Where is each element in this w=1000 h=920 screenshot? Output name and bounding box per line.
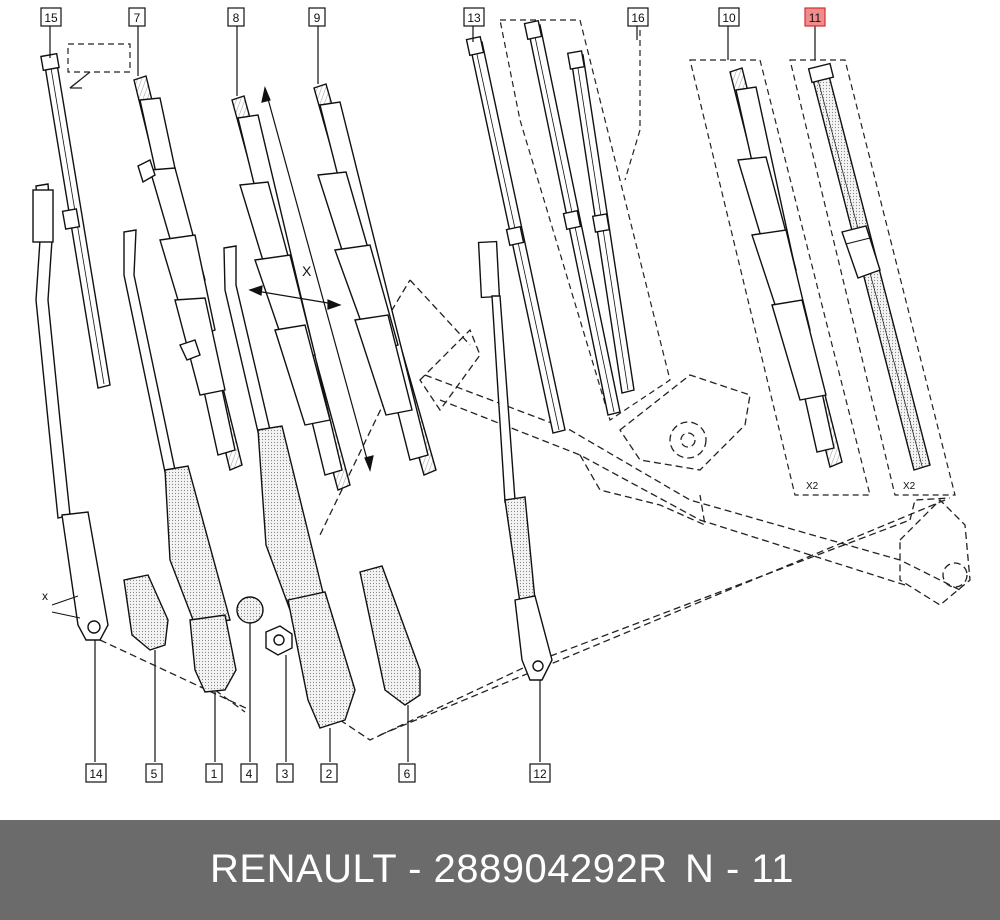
wiper-blade-9[interactable] [313, 83, 437, 476]
wiper-blade-13[interactable] [465, 35, 566, 434]
dimension-x-small-arrows [51, 595, 81, 619]
callout-6[interactable]: 6 [398, 763, 416, 783]
arm-cap-5[interactable] [123, 574, 169, 651]
callout-5[interactable]: 5 [145, 763, 163, 783]
wiper-blade-11[interactable] [807, 62, 931, 471]
callout-11[interactable]: 11 [804, 7, 826, 27]
callout-label: 9 [314, 11, 321, 25]
callout-box [627, 7, 649, 27]
callout-3[interactable]: 3 [276, 763, 294, 783]
callout-box [398, 763, 416, 783]
callout-label: 7 [134, 11, 141, 25]
footer-bar: RENAULT - 288904292R N - 11 [0, 820, 1000, 920]
callout-7[interactable]: 7 [128, 7, 146, 27]
callout-16[interactable]: 16 [627, 7, 649, 27]
wiper-arm-1[interactable] [123, 229, 237, 693]
brand-part-number: RENAULT - 288904292R [210, 847, 668, 891]
wiper-blade-15[interactable] [40, 52, 111, 389]
callout-13[interactable]: 13 [463, 7, 485, 27]
callout-label: 4 [246, 767, 253, 781]
wiper-blade-16a[interactable] [523, 19, 621, 416]
callout-label: 10 [722, 11, 736, 25]
callout-box [128, 7, 146, 27]
callout-label: 6 [404, 767, 411, 781]
wiper-blade-8[interactable] [231, 95, 351, 491]
callout-box [308, 7, 326, 27]
reference-number: N - 11 [685, 847, 794, 891]
arm-cap-6[interactable] [359, 565, 421, 706]
qty-label-10: X2 [806, 481, 819, 492]
callout-10[interactable]: 10 [718, 7, 740, 27]
callout-label: 13 [467, 11, 481, 25]
wiper-parts-diagram: X X2 X2 [32, 7, 971, 783]
wiper-blade-16b[interactable] [566, 50, 635, 394]
callout-box [40, 7, 62, 27]
callout-box [276, 763, 294, 783]
callout-14[interactable]: 14 [85, 763, 107, 783]
callout-label: 14 [89, 767, 103, 781]
callout-1[interactable]: 1 [205, 763, 223, 783]
wiper-arm-14[interactable] [32, 183, 109, 641]
group-box-11 [789, 59, 956, 496]
callout-label: 8 [233, 11, 240, 25]
callout-label: 16 [631, 11, 645, 25]
dimension-x-line [248, 85, 374, 473]
group-box-16 [499, 19, 671, 421]
callout-box [529, 763, 551, 783]
callout-9[interactable]: 9 [308, 7, 326, 27]
callout-leaders [49, 26, 816, 762]
callout-box [227, 7, 245, 27]
callout-4[interactable]: 4 [240, 763, 258, 783]
callout-box [85, 763, 107, 783]
callout-label: 3 [282, 767, 289, 781]
callout-label: 15 [44, 11, 58, 25]
callout-box [205, 763, 223, 783]
wiper-arm-2[interactable] [223, 245, 356, 729]
callout-box [718, 7, 740, 27]
callout-label: 11 [809, 11, 822, 25]
qty-label-11: X2 [903, 481, 916, 492]
group-box-10 [689, 59, 871, 496]
callout-box [463, 7, 485, 27]
callout-box [145, 763, 163, 783]
cap-4[interactable] [236, 596, 264, 624]
dimension-x-small-label: x [42, 589, 48, 603]
reference-box-15 [67, 43, 131, 89]
callout-8[interactable]: 8 [227, 7, 245, 27]
callout-12[interactable]: 12 [529, 763, 551, 783]
callout-2[interactable]: 2 [320, 763, 338, 783]
wiper-blade-7[interactable] [133, 75, 243, 471]
callout-15[interactable]: 15 [40, 7, 62, 27]
callout-label: 1 [211, 767, 218, 781]
wiper-arm-12[interactable] [477, 240, 553, 681]
footer-text: RENAULT - 288904292R N - 11 [0, 820, 1000, 920]
callout-box [320, 763, 338, 783]
callout-box [804, 7, 826, 27]
callout-label: 2 [326, 767, 333, 781]
callout-label: 5 [151, 767, 158, 781]
dimension-x-label: X [302, 263, 312, 279]
linkage-outline [99, 279, 971, 741]
wiper-blade-10[interactable] [729, 67, 843, 468]
callout-box [240, 763, 258, 783]
callout-label: 12 [533, 767, 547, 781]
nut-3[interactable] [265, 625, 293, 656]
